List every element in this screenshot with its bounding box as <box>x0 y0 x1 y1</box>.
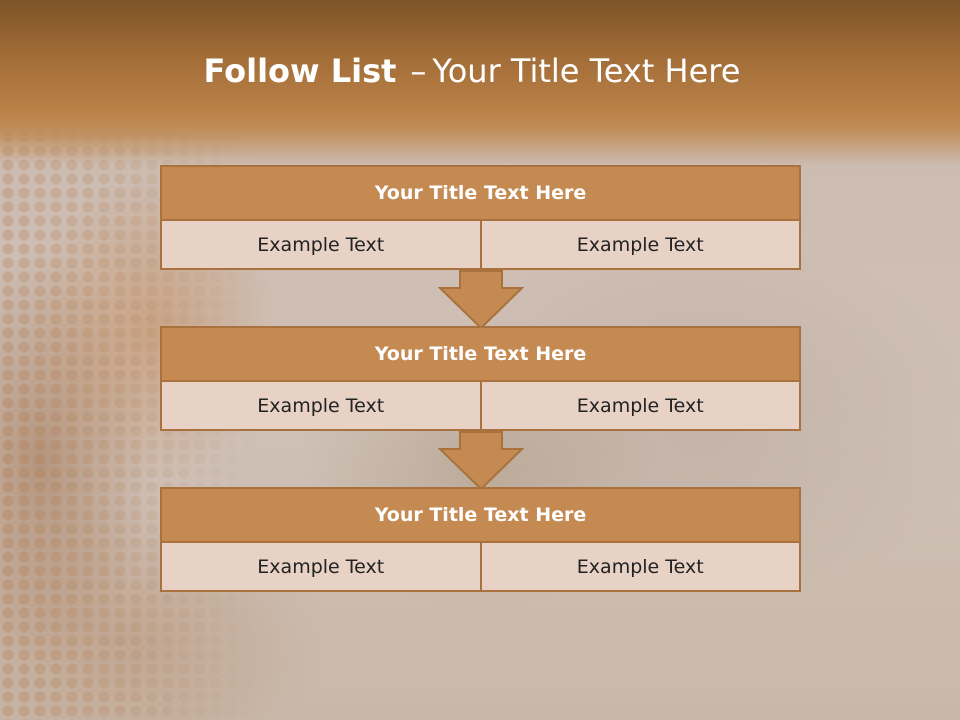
block-row: Example Text Example Text <box>160 221 801 270</box>
down-arrow-icon <box>438 270 524 330</box>
block-title: Your Title Text Here <box>160 326 801 382</box>
page-title-text: Your Title Text Here <box>432 52 741 90</box>
block-cell-right: Example Text <box>479 543 799 590</box>
page-title-dash: – <box>410 52 427 90</box>
block-cell-right: Example Text <box>479 382 799 429</box>
header-band <box>0 0 960 165</box>
page-title: Follow List–Your Title Text Here <box>0 52 944 90</box>
block-cell-right: Example Text <box>479 221 799 268</box>
list-block-2: Your Title Text Here Example Text Exampl… <box>160 326 801 431</box>
list-block-1: Your Title Text Here Example Text Exampl… <box>160 165 801 270</box>
block-row: Example Text Example Text <box>160 382 801 431</box>
block-row: Example Text Example Text <box>160 543 801 592</box>
block-title: Your Title Text Here <box>160 165 801 221</box>
block-title: Your Title Text Here <box>160 487 801 543</box>
block-cell-left: Example Text <box>162 543 480 590</box>
block-cell-left: Example Text <box>162 382 480 429</box>
block-cell-left: Example Text <box>162 221 480 268</box>
page-title-bold: Follow List <box>203 52 397 90</box>
list-block-3: Your Title Text Here Example Text Exampl… <box>160 487 801 592</box>
down-arrow-icon <box>438 431 524 491</box>
